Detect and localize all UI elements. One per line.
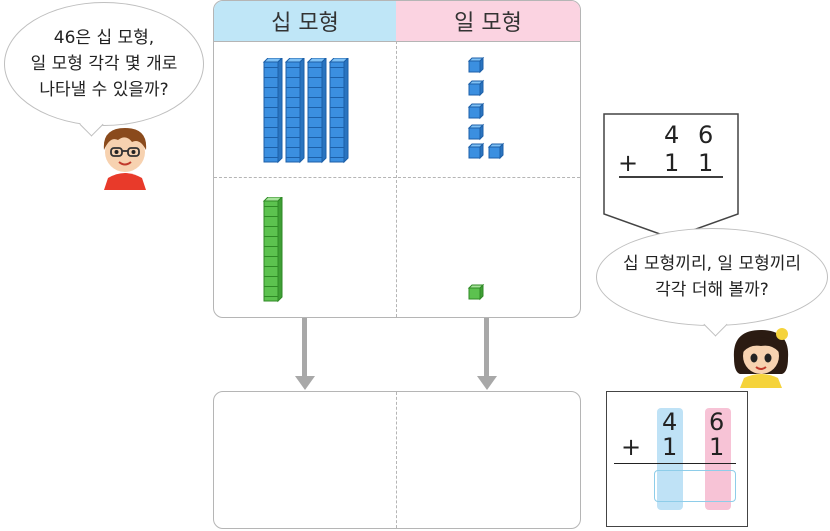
ten-rod — [328, 58, 349, 164]
one-cube — [467, 102, 485, 120]
calc-bottom-tens-digit: 4 — [662, 408, 678, 436]
one-cube — [467, 57, 485, 74]
arrow-tens-shaft — [302, 318, 307, 376]
vertical-addition-card — [603, 113, 739, 239]
column-divider — [396, 41, 397, 317]
answer-table — [213, 391, 581, 529]
calc-top-plus: + — [618, 149, 639, 177]
speech-bubble-boy: 46은 십 모형, 일 모형 각각 몇 개로 나타낼 수 있을까? — [4, 2, 204, 137]
ten-rod — [262, 197, 283, 303]
ones-cubes-11 — [467, 284, 485, 301]
calc-bottom-ones-digit: 6 — [709, 408, 725, 436]
row-divider — [214, 177, 580, 178]
ten-rod — [306, 58, 327, 164]
bubble-left-line-2: 일 모형 각각 몇 개로 — [30, 54, 178, 74]
one-cube — [467, 284, 485, 301]
base-ten-table: 십 모형 일 모형 — [213, 0, 581, 318]
one-cube — [467, 142, 485, 160]
calc-bottom-ones-digit-2: 1 — [709, 433, 725, 461]
calc-bottom-tens-digit-2: 1 — [662, 433, 678, 461]
calc-top-tens-digit: 4 — [664, 121, 680, 149]
answer-column-divider — [396, 392, 397, 528]
ones-cubes-46 — [467, 57, 505, 160]
calc-bottom-sum-line — [614, 463, 736, 464]
tens-rods-11 — [262, 197, 283, 303]
arrow-ones-shaft — [484, 318, 489, 376]
bubble-right-line-2: 각각 더해 볼까? — [655, 280, 769, 300]
one-cube — [467, 123, 485, 141]
girl-character — [733, 328, 789, 388]
one-cube — [467, 79, 485, 97]
arrow-tens-head — [294, 376, 315, 390]
ten-rod — [262, 58, 283, 164]
tens-rods-46 — [262, 58, 349, 164]
bubble-left-line-3: 나타낼 수 있을까? — [39, 80, 169, 100]
arrow-ones-head — [476, 376, 497, 390]
calc-top-ones-digit: 6 — [698, 121, 714, 149]
speech-bubble-girl: 십 모형끼리, 일 모형끼리 각각 더해 볼까? — [596, 228, 828, 337]
ones-header: 일 모형 — [396, 1, 580, 42]
calc-bottom-plus: + — [621, 433, 642, 461]
ten-rod — [284, 58, 305, 164]
boy-character — [103, 128, 147, 190]
calc-top-ones-digit-2: 1 — [698, 149, 714, 177]
calc-top-tens-digit-2: 1 — [664, 149, 680, 177]
bubble-left-line-1: 46은 십 모형, — [53, 28, 155, 48]
ones-column-highlight — [705, 408, 731, 510]
tens-column-highlight — [657, 408, 683, 510]
tens-header: 십 모형 — [214, 1, 396, 42]
bubble-right-line-1: 십 모형끼리, 일 모형끼리 — [622, 254, 801, 274]
one-cube — [487, 142, 505, 160]
answer-input-box[interactable] — [654, 470, 736, 502]
